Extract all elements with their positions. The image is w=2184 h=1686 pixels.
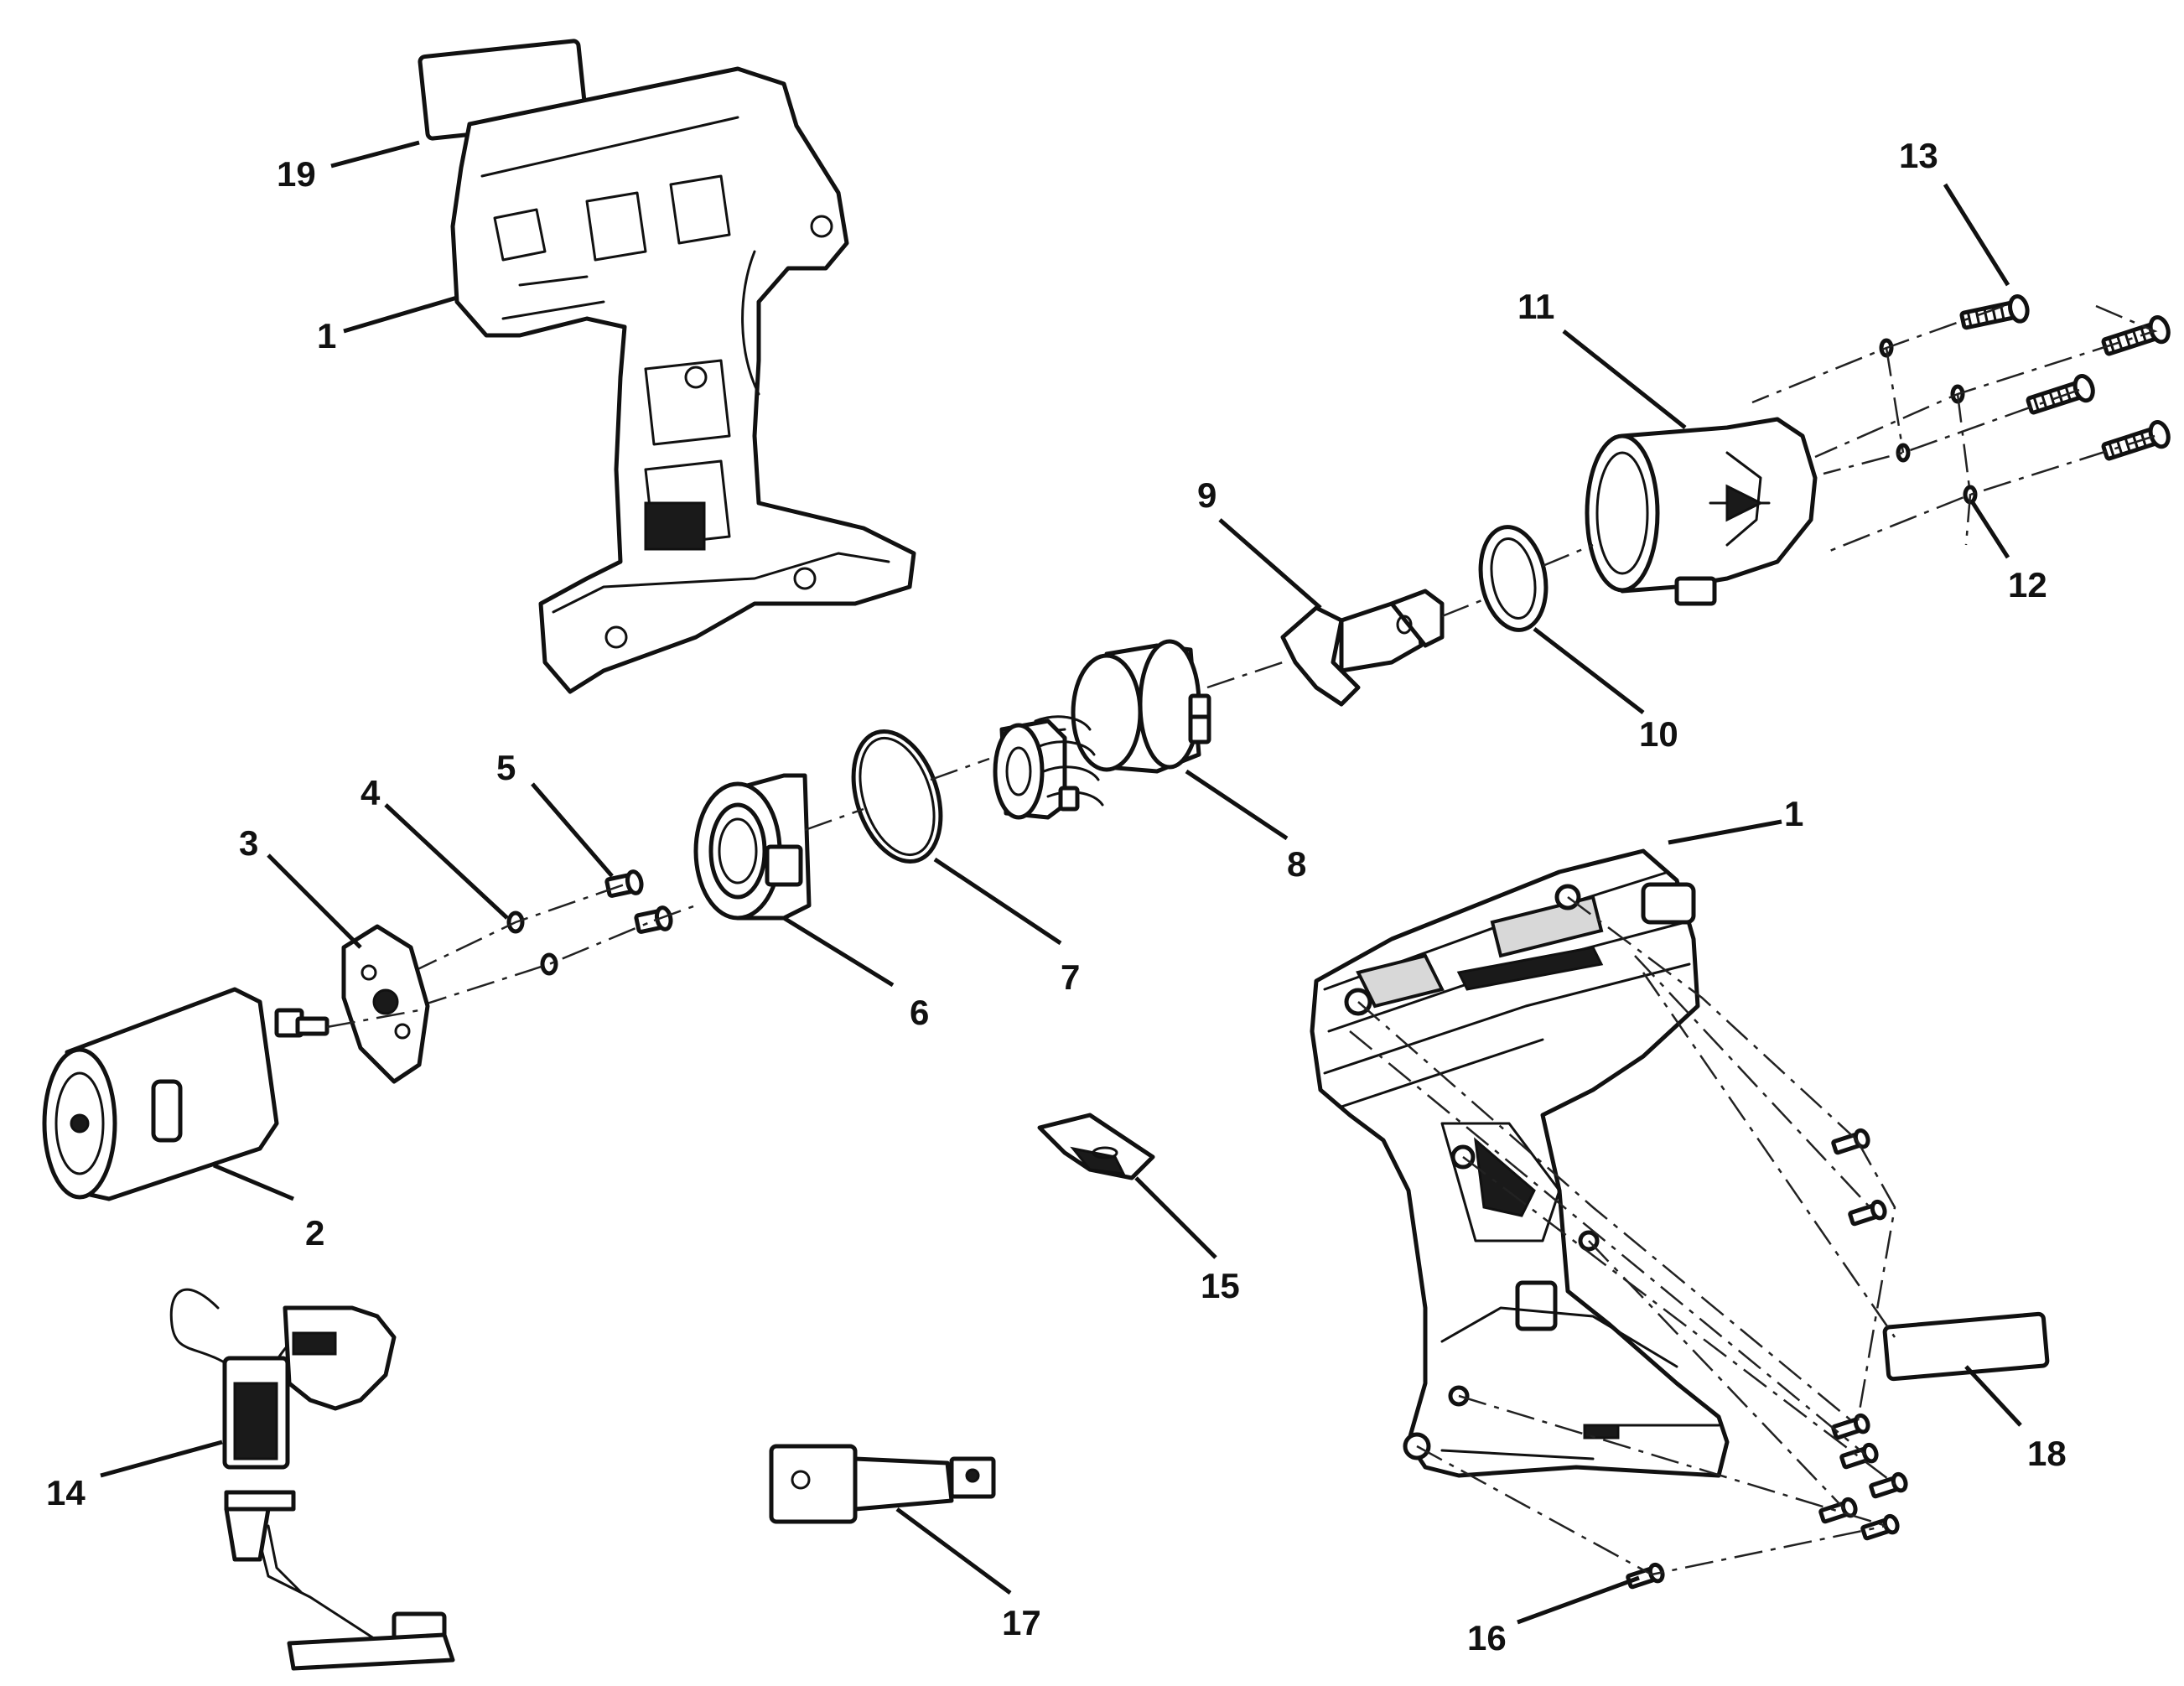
part-13-screws: [1959, 294, 2171, 461]
part-3-plate: [341, 924, 430, 1084]
part-14-switch: [169, 1288, 455, 1671]
callout-labels: 19 1 13 11 12 9 10 8 5 4 3 7 6 1 2 15 18…: [46, 136, 2067, 1657]
callout-12: 12: [2008, 565, 2047, 604]
callout-8: 8: [1287, 844, 1306, 884]
alignment-lines-motor: [410, 883, 697, 1008]
callout-7: 7: [1061, 957, 1080, 997]
callout-1-bottom: 1: [1784, 794, 1803, 833]
callout-2: 2: [305, 1213, 324, 1253]
callout-10: 10: [1639, 714, 1678, 754]
part-1-housing-right: [1310, 848, 1730, 1478]
part-18-label: [1882, 1311, 2050, 1382]
part-2-motor: [42, 987, 329, 1201]
callout-13: 13: [1899, 136, 1938, 175]
part-7-o-ring: [851, 729, 943, 864]
part-5-screws: [604, 869, 673, 934]
alignment-lines-axis: [326, 543, 1594, 1029]
callout-14: 14: [46, 1473, 86, 1512]
callout-19: 19: [277, 154, 316, 194]
part-8-hammer: [993, 639, 1211, 820]
part-16-screws: [1626, 1128, 1908, 1590]
callout-16: 16: [1467, 1618, 1507, 1657]
callout-5: 5: [496, 748, 516, 787]
callout-18: 18: [2027, 1434, 2067, 1473]
part-11-nose-housing: [1585, 417, 1818, 606]
callout-11: 11: [1517, 287, 1554, 326]
part-9-anvil: [1280, 589, 1445, 707]
alignment-lines-housing: [1349, 896, 1896, 1576]
part-1-housing-left: [450, 66, 916, 694]
part-17-extension: [769, 1444, 996, 1524]
callout-9: 9: [1197, 475, 1217, 515]
part-10-ring: [1478, 525, 1549, 632]
callout-1-top: 1: [317, 316, 336, 355]
callout-3: 3: [239, 823, 258, 863]
callout-17: 17: [1002, 1603, 1041, 1642]
alignment-lines-front: [1751, 304, 2158, 555]
part-6-gear-case: [693, 773, 812, 921]
part-15-clip: [1037, 1113, 1155, 1180]
callout-6: 6: [910, 993, 929, 1032]
callout-4: 4: [361, 773, 381, 812]
leader-lines: [100, 140, 2022, 1625]
callout-15: 15: [1201, 1266, 1240, 1305]
